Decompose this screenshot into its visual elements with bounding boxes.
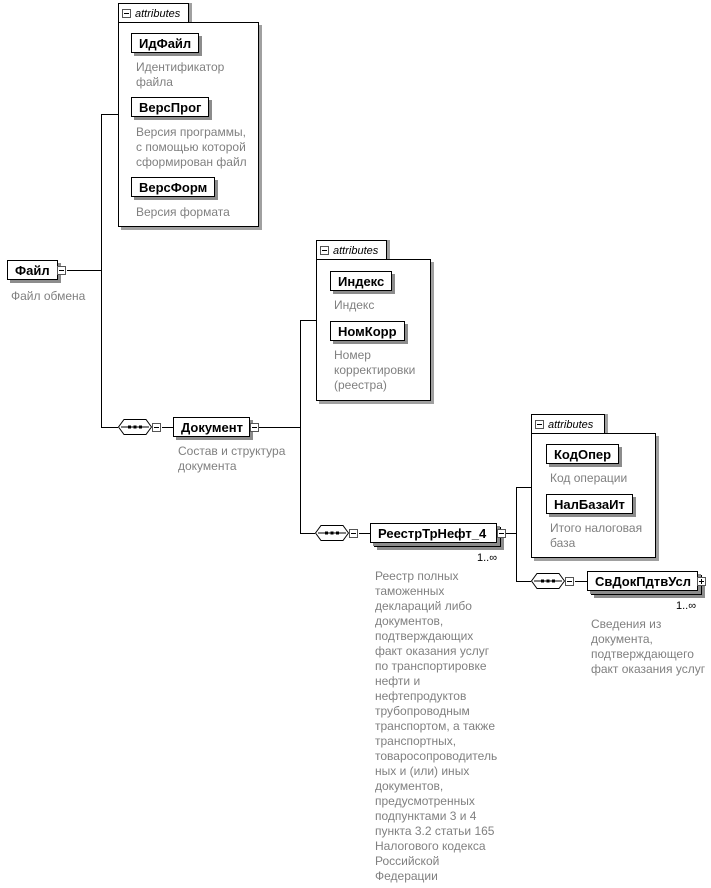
attribute-versprog[interactable]: ВерсПрог bbox=[131, 97, 210, 117]
attribute-versform-desc: Версия формата bbox=[136, 205, 230, 219]
attribute-index[interactable]: Индекс bbox=[330, 271, 393, 291]
expand-icon[interactable] bbox=[697, 577, 706, 586]
collapse-icon[interactable] bbox=[349, 529, 358, 538]
collapse-icon[interactable] bbox=[535, 420, 544, 429]
attribute-nomkorr[interactable]: НомКорр bbox=[330, 321, 405, 341]
svdok-element[interactable]: СвДокПдтвУсл bbox=[587, 571, 698, 591]
attribute-kodoper[interactable]: КодОпер bbox=[546, 444, 620, 464]
collapse-icon[interactable] bbox=[250, 423, 259, 432]
attributes-tab-label: attributes bbox=[135, 8, 181, 20]
document-attributes-tab[interactable]: attributes bbox=[316, 240, 387, 260]
registry-element[interactable]: РеестрТрНефт_4 bbox=[370, 523, 497, 543]
registry-attributes-group: КодОпер Код операции НалБазаИт Итого нал… bbox=[531, 433, 656, 558]
root-element-desc: Файл обмена bbox=[11, 289, 86, 303]
attribute-index-desc: Индекс bbox=[334, 298, 375, 312]
root-attributes-tab[interactable]: attributes bbox=[118, 3, 189, 23]
attribute-versform[interactable]: ВерсФорм bbox=[131, 177, 216, 197]
sequence-compositor-icon[interactable] bbox=[315, 525, 349, 541]
sequence-compositor-icon[interactable] bbox=[118, 419, 152, 435]
attribute-idfile-desc: Идентификатор файла bbox=[136, 60, 225, 89]
attribute-nalbazait[interactable]: НалБазаИт bbox=[546, 494, 633, 514]
svdok-cardinality: 1..∞ bbox=[676, 600, 697, 612]
collapse-icon[interactable] bbox=[320, 246, 329, 255]
collapse-icon[interactable] bbox=[565, 577, 574, 586]
collapse-icon[interactable] bbox=[497, 529, 506, 538]
attribute-nalbazait-desc: Итого налоговая база bbox=[550, 521, 643, 550]
attributes-tab-label: attributes bbox=[333, 245, 379, 257]
collapse-icon[interactable] bbox=[152, 423, 161, 432]
attribute-idfile[interactable]: ИдФайл bbox=[131, 33, 200, 53]
registry-attributes-tab[interactable]: attributes bbox=[531, 414, 605, 434]
root-element[interactable]: Файл bbox=[7, 260, 58, 280]
registry-element-desc: Реестр полных таможенных деклараций либо… bbox=[375, 569, 498, 883]
document-element-desc: Состав и структура документа bbox=[178, 444, 286, 473]
sequence-compositor-icon[interactable] bbox=[531, 573, 565, 589]
collapse-icon[interactable] bbox=[57, 266, 66, 275]
registry-cardinality: 1..∞ bbox=[477, 552, 498, 564]
attribute-nomkorr-desc: Номер корректировки (реестра) bbox=[334, 348, 416, 392]
root-attributes-group: ИдФайл Идентификатор файла ВерсПрог Верс… bbox=[118, 22, 259, 227]
document-element[interactable]: Документ bbox=[173, 417, 250, 437]
document-attributes-group: Индекс Индекс НомКорр Номер корректировк… bbox=[316, 259, 431, 401]
collapse-icon[interactable] bbox=[122, 9, 131, 18]
attribute-versprog-desc: Версия программы, с помощью которой сфор… bbox=[136, 125, 247, 169]
svdok-element-desc: Сведения из документа, подтверждающего ф… bbox=[591, 617, 706, 676]
attribute-kodoper-desc: Код операции bbox=[550, 471, 628, 485]
attributes-tab-label: attributes bbox=[548, 419, 594, 431]
